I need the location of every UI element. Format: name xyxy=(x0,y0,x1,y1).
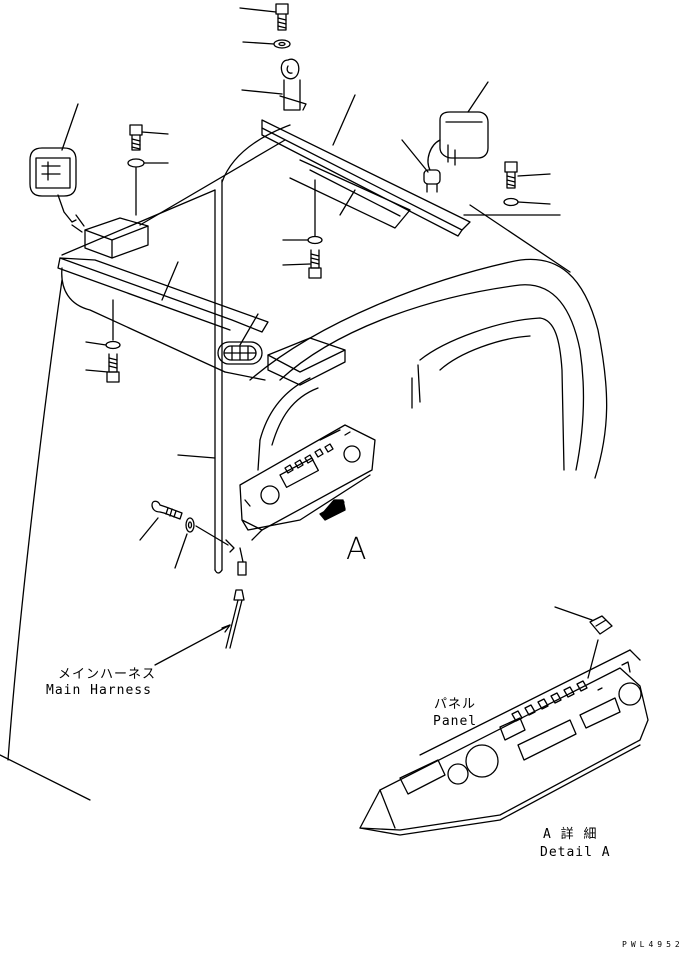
panel-screw xyxy=(151,500,183,520)
panel-label-en: Panel xyxy=(433,714,478,729)
view-a-arrow xyxy=(319,499,346,521)
bolt-lower-left xyxy=(106,353,120,383)
drawing-code: PWL4952 xyxy=(622,940,684,949)
detail-a-panel xyxy=(359,615,649,836)
bolt-right-roof xyxy=(504,161,518,189)
rear-lamp-bracket xyxy=(261,119,471,237)
leader-lines xyxy=(61,7,593,666)
harness-connector xyxy=(225,547,247,649)
panel-washer xyxy=(185,517,195,533)
washer-lower-left xyxy=(105,340,121,350)
cab-frame xyxy=(0,124,608,801)
panel-label-jp: パネル xyxy=(434,697,477,712)
washer-left-roof xyxy=(127,158,145,168)
front-work-lamp xyxy=(217,341,263,365)
top-hook xyxy=(279,58,307,111)
left-work-lamp xyxy=(29,147,85,233)
main-harness-label-jp: メインハーネス xyxy=(58,667,157,682)
detail-a-label-en: Detail A xyxy=(540,845,611,860)
washer-right-roof xyxy=(503,197,519,207)
cab-switch-panel xyxy=(239,424,376,541)
detail-a-label-jp: A 詳 細 xyxy=(543,827,598,842)
washer-top xyxy=(273,39,291,49)
main-harness-label-en: Main Harness xyxy=(46,683,152,698)
bolt-top xyxy=(275,3,289,31)
bolt-center xyxy=(308,249,322,279)
bolt-left-roof xyxy=(129,124,143,151)
rear-work-lamp xyxy=(427,111,489,171)
view-a-label: A xyxy=(346,532,367,567)
front-lamp-bracket xyxy=(57,217,346,386)
washer-center xyxy=(307,235,323,245)
